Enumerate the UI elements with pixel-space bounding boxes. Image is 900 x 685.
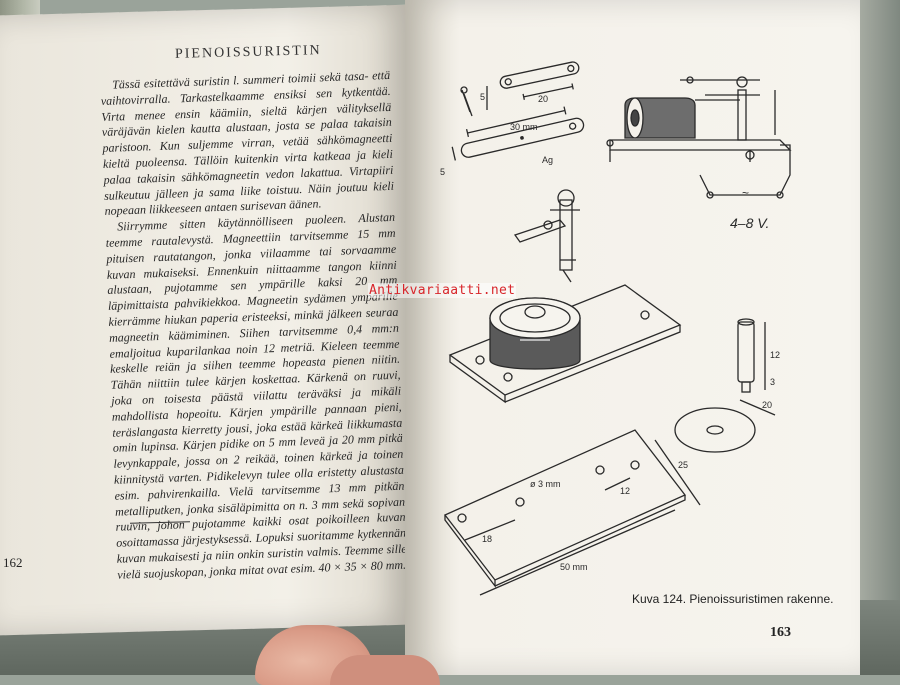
dim-5-top: 5 (480, 92, 485, 102)
dim-3: 3 (770, 377, 775, 387)
dim-25: 25 (678, 460, 688, 470)
page-number-left: 162 (3, 555, 23, 570)
ac-symbol: ~ (742, 186, 749, 200)
assembled-buzzer (606, 76, 792, 199)
dim-30mm: 30 mm (510, 122, 538, 132)
dim-20-top: 20 (538, 94, 548, 104)
watermark: Antikvariaatti.net (368, 283, 517, 298)
dim-20-washer: 20 (762, 400, 772, 410)
dim-12: 12 (770, 350, 780, 360)
bottom-plate (443, 429, 701, 596)
voltage-label: 4–8 V. (730, 215, 769, 231)
tube-spacer (737, 318, 766, 393)
body-text: Tässä esitettävä suristin l. summeri toi… (100, 68, 407, 583)
silver-label: Ag (542, 155, 553, 165)
washer (674, 399, 776, 453)
top-contact-plate (499, 61, 580, 100)
contact-holder (513, 189, 580, 283)
dim-18: 18 (482, 534, 492, 544)
buzzer-diagram: 20 5 30 mm 5 Ag ~ 4–8 V. 12 3 20 25 ø 3 … (440, 61, 792, 596)
dim-5-strip: 5 (440, 167, 445, 177)
vibrating-strip (451, 106, 585, 161)
paragraph-1: Tässä esitettävä suristin l. summeri toi… (100, 67, 395, 219)
finger (330, 655, 440, 685)
base-with-magnet (448, 284, 682, 404)
dim-12-plate: 12 (620, 486, 630, 496)
screw-icon (460, 86, 473, 117)
page-number-right: 163 (770, 625, 791, 640)
figure-caption: Kuva 124. Pienoissuristimen rakenne. (632, 592, 834, 606)
dim-3mm: ø 3 mm (530, 479, 561, 489)
paragraph-2: Siirrymme sitten käytännölliseen puoleen… (105, 209, 407, 582)
dim-50mm: 50 mm (560, 562, 588, 572)
